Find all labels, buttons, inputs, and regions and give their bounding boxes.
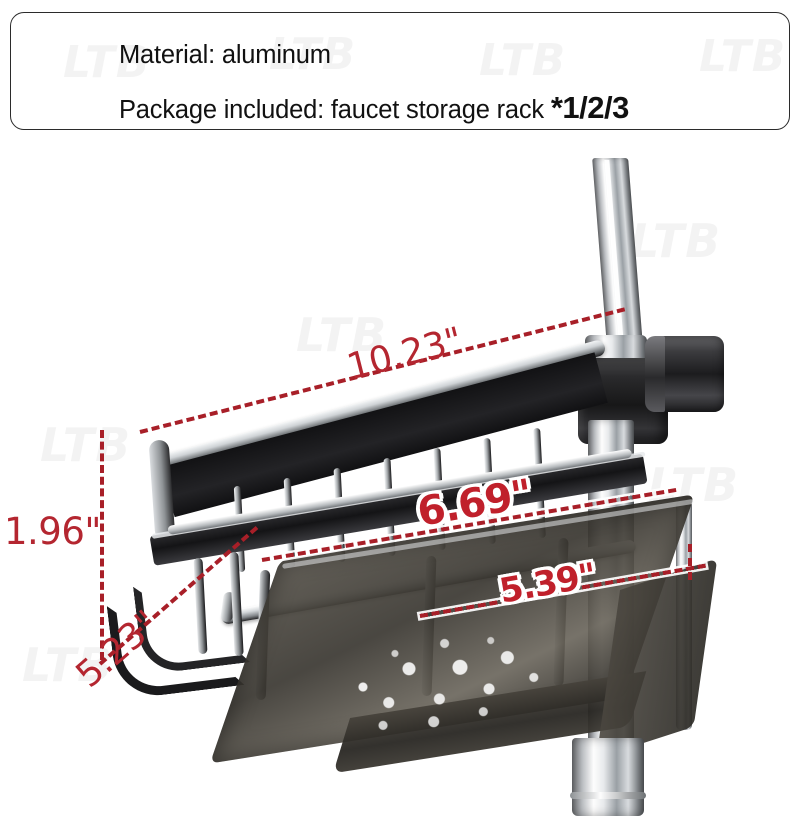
- watermark-logo: LTB: [630, 214, 721, 268]
- dimension-line-height: [100, 430, 104, 660]
- package-label: Package included: faucet storage rack: [119, 96, 551, 124]
- dimension-tick-right: [688, 544, 692, 580]
- faucet-base-ring: [570, 792, 646, 799]
- package-quantity: *1/2/3: [550, 90, 630, 125]
- watermark-logo: LTB: [699, 31, 786, 82]
- product-illustration: LTB LTB LTB LTB LTB: [0, 140, 800, 816]
- material-text: Material: aluminum: [119, 41, 331, 69]
- watermark-logo: LTB: [479, 35, 566, 86]
- dimension-label-height: 1.96": [4, 510, 101, 553]
- spec-info-box: LTB LTB LTB LTB Material: aluminum Packa…: [10, 12, 790, 130]
- dimension-label-width: 10.23": [342, 320, 467, 389]
- clamp-knob-face: [645, 336, 665, 412]
- faucet-base: [572, 738, 644, 816]
- package-text: Package included: faucet storage rack *1…: [119, 90, 629, 126]
- watermark-logo: LTB: [40, 418, 131, 472]
